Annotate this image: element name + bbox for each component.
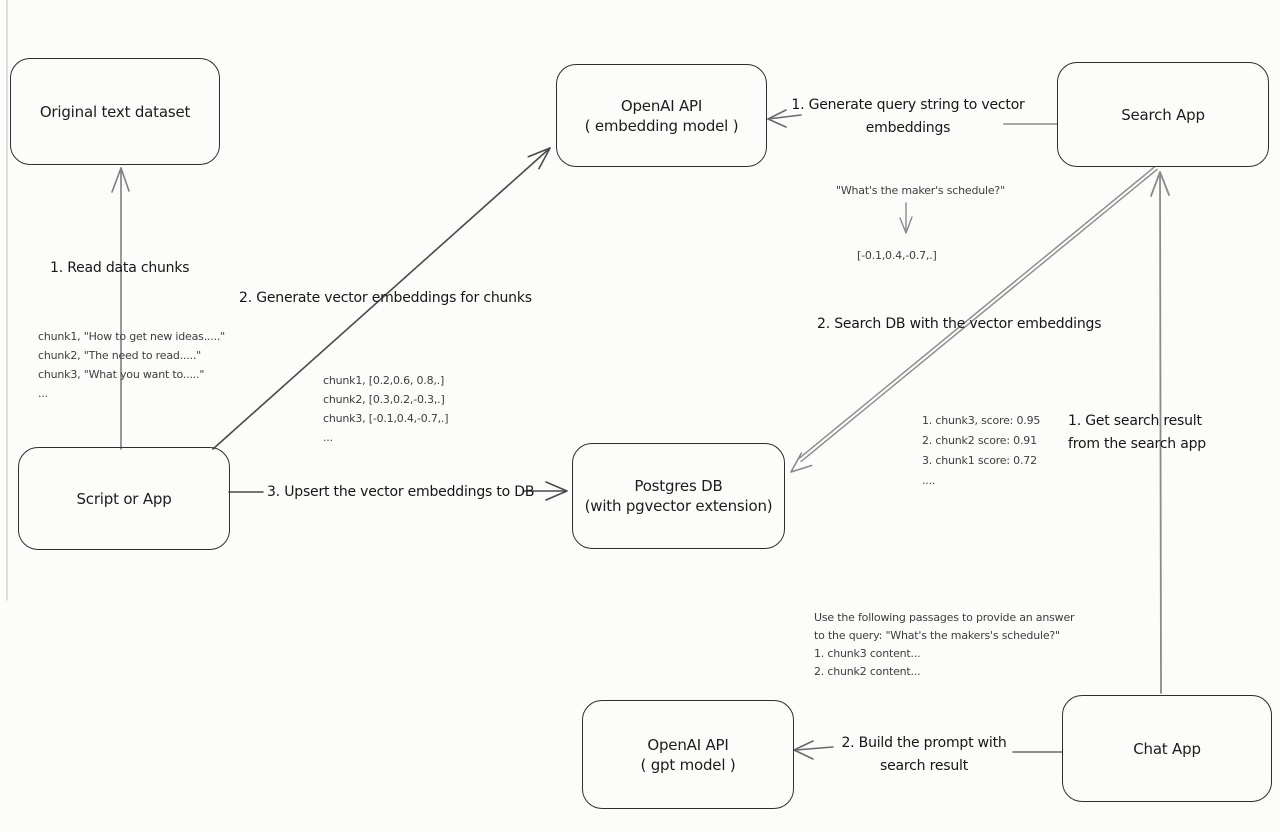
node-label: Script or App: [76, 489, 172, 508]
arrow-generate-embeddings: [212, 147, 551, 450]
node-label-line2: (with pgvector extension): [584, 497, 773, 515]
node-label: Search App: [1121, 105, 1205, 124]
edge-label-get-search-result: 1. Get search result from the search app: [1068, 410, 1206, 456]
annotation-line: 1. chunk3, score: 0.95: [922, 414, 1041, 427]
annotation-line: chunk2, [0.3,0.2,-0.3,.]: [323, 393, 445, 406]
annotation-prompt: Use the following passages to provide an…: [814, 609, 1075, 681]
edge-label-generate-embeddings: 2. Generate vector embeddings for chunks: [239, 290, 532, 306]
annotation-chunk-vectors: chunk1, [0.2,0.6, 0.8,.] chunk2, [0.3,0.…: [323, 371, 449, 447]
annotation-line: chunk2, "The need to read.....": [38, 349, 201, 362]
annotation-line: 3. chunk1 score: 0.72: [922, 454, 1037, 467]
edge-label-build-prompt: 2. Build the prompt with search result: [838, 732, 1010, 778]
annotation-line: chunk3, [-0.1,0.4,-0.7,.]: [323, 412, 449, 425]
edge-label-line2: from the search app: [1068, 436, 1206, 452]
arrow-search-db: [790, 165, 1158, 473]
node-openai-embedding-api: OpenAI API ( embedding model ): [556, 64, 767, 167]
node-original-text-dataset: Original text dataset: [10, 58, 220, 165]
annotation-search-scores: 1. chunk3, score: 0.95 2. chunk2 score: …: [922, 411, 1040, 491]
annotation-line: Use the following passages to provide an…: [814, 611, 1075, 624]
annotation-line: 1. chunk3 content...: [814, 647, 921, 660]
edge-label-line1: 2. Build the prompt with: [841, 735, 1007, 751]
annotation-line: chunk1, "How to get new ideas.....": [38, 330, 226, 343]
edge-label-generate-query: 1. Generate query string to vector embed…: [788, 94, 1028, 140]
node-label-line2: ( embedding model ): [584, 116, 739, 135]
annotation-line: 2. chunk2 content...: [814, 665, 921, 678]
annotation-line: to the query: "What's the makers's sched…: [814, 629, 1060, 642]
edge-label-search-db: 2. Search DB with the vector embeddings: [817, 316, 1102, 332]
node-label-line1: Postgres DB: [634, 477, 723, 495]
arrow-get-search-result: [1150, 171, 1170, 694]
annotation-line: chunk1, [0.2,0.6, 0.8,.]: [323, 374, 445, 387]
arrow-generate-query: [767, 109, 1058, 128]
edge-label-read-data-chunks: 1. Read data chunks: [50, 260, 190, 276]
edge-label-line2: search result: [880, 758, 968, 774]
edge-label-line1: 1. Generate query string to vector: [791, 97, 1025, 113]
annotation-line: 2. chunk2 score: 0.91: [922, 434, 1037, 447]
node-label: Chat App: [1133, 739, 1201, 758]
arrow-build-prompt: [793, 740, 1063, 760]
arrow-upsert: [228, 481, 568, 501]
edge-label-upsert: 3. Upsert the vector embeddings to DB: [267, 484, 535, 500]
node-chat-app: Chat App: [1062, 695, 1272, 802]
annotation-line: chunk3, "What you want to.....": [38, 368, 205, 381]
edge-label-line2: embeddings: [865, 120, 951, 136]
node-label-line1: OpenAI API: [647, 735, 729, 754]
node-openai-gpt-api: OpenAI API ( gpt model ): [582, 700, 794, 809]
annotation-query-text: "What's the maker's schedule?": [836, 184, 1005, 197]
node-postgres-db: Postgres DB (with pgvector extension): [572, 443, 785, 549]
node-label: Original text dataset: [39, 102, 191, 121]
node-label-line1: OpenAI API: [620, 96, 703, 115]
node-search-app: Search App: [1057, 62, 1269, 167]
annotation-line: ....: [922, 474, 936, 487]
annotation-query-vector: [-0.1,0.4,-0.7,.]: [857, 249, 937, 262]
annotation-line: ...: [323, 431, 333, 444]
node-script-or-app: Script or App: [18, 447, 230, 550]
arrow-read-data-chunks: [111, 167, 130, 450]
node-label-line2: ( gpt model ): [640, 755, 736, 774]
annotation-line: ...: [38, 387, 48, 400]
edge-label-line1: 1. Get search result: [1068, 413, 1202, 429]
annotation-chunk-texts: chunk1, "How to get new ideas....." chun…: [38, 327, 225, 403]
arrow-query-to-vector: [899, 202, 913, 234]
